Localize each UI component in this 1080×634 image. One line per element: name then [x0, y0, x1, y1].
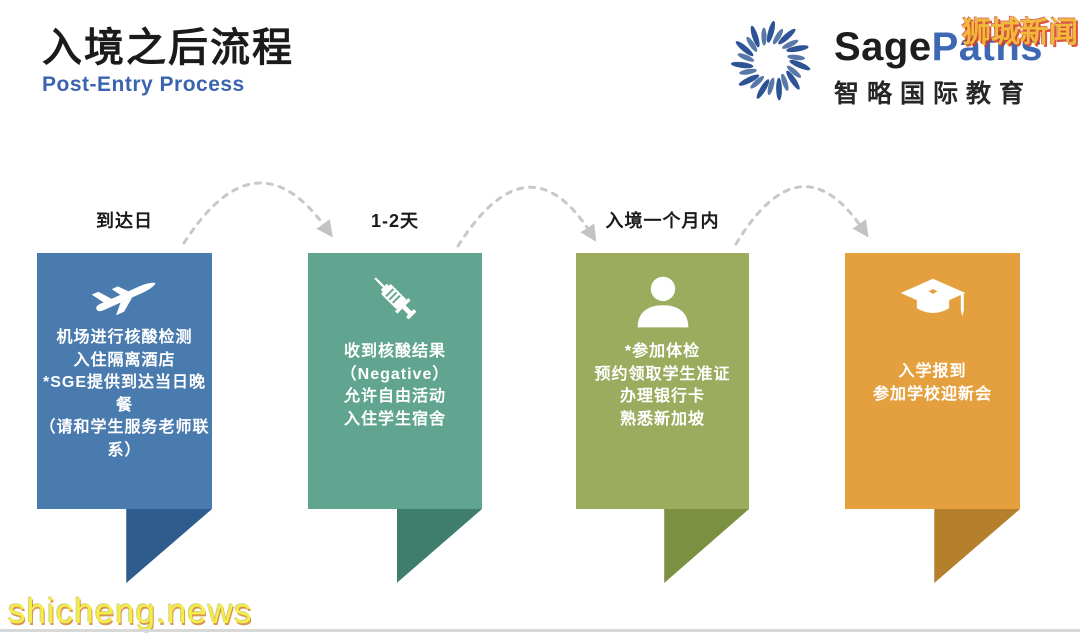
brand-name: SagePaths [834, 26, 1043, 68]
card-ribbon-tail [664, 509, 749, 583]
text-line: 入住学生宿舍 [343, 410, 446, 428]
text-line: 入住隔离酒店 [73, 351, 176, 369]
page-title: 入境之后流程 [42, 26, 294, 70]
text-line: *参加体检 [624, 343, 701, 360]
text-line: 熟悉新加坡 [619, 410, 705, 428]
page-subtitle: Post-Entry Process [42, 73, 245, 96]
text-line: （请和学生服务老师联 [39, 419, 210, 436]
bottom-divider [0, 629, 1080, 632]
step-label-within-month: 入境一个月内 [605, 211, 720, 231]
step-card-text: 收到核酸结果 （Negative） 允许自由活动 入住学生宿舍 [341, 341, 450, 431]
graduation-cap-icon [897, 275, 969, 329]
text-line: 入学报到 [898, 363, 967, 380]
brand-sage: Sage [834, 25, 932, 69]
step-label-arrival-day: 到达日 [96, 211, 153, 231]
airplane-icon [86, 269, 164, 319]
step-card-text: *参加体检 预约领取学生准证 办理银行卡 熟悉新加坡 [594, 341, 730, 431]
watermark-bottom-left: shicheng.news [8, 592, 253, 631]
text-line: 允许自由活动 [343, 388, 446, 405]
step-card-text: 入学报到 参加学校迎新会 [873, 361, 992, 406]
text-line: *SGE提供到达当日晚餐 [42, 374, 207, 414]
text-line: （Negative） [340, 365, 450, 383]
sagepaths-logo: SagePaths 智略国际教育 [724, 14, 1043, 110]
text-line: 收到核酸结果 [343, 343, 446, 360]
card-ribbon-tail [396, 509, 482, 583]
step-label-1-2-days: 1-2天 [370, 211, 419, 231]
text-line: 参加学校迎新会 [872, 385, 992, 403]
step-card-test-result: 收到核酸结果 （Negative） 允许自由活动 入住学生宿舍 [308, 253, 482, 583]
text-line: 系） [107, 441, 142, 459]
brand-chinese: 智略国际教育 [834, 80, 1033, 108]
syringe-icon [365, 269, 425, 327]
card-ribbon-tail [934, 509, 1020, 583]
card-ribbon-tail [126, 509, 212, 583]
text-line: 预约领取学生准证 [594, 365, 731, 383]
title-block: 入境之后流程 Post-Entry Process [42, 26, 294, 97]
text-line: 办理银行卡 [619, 388, 705, 405]
watermark-top-right: 狮城新闻 [961, 17, 1078, 49]
logo-spiral-icon [730, 20, 811, 101]
step-card-text: 机场进行核酸检测 入住隔离酒店 *SGE提供到达当日晚餐 （请和学生服务老师联 … [37, 327, 212, 462]
step-card-formalities: *参加体检 预约领取学生准证 办理银行卡 熟悉新加坡 [576, 253, 749, 583]
text-line: 机场进行核酸检测 [56, 329, 193, 346]
step-card-enrollment: 入学报到 参加学校迎新会 [845, 253, 1020, 583]
arc-arrow-3 [734, 185, 869, 246]
brand-paths: Paths [931, 25, 1044, 69]
logo-wordmark: SagePaths 智略国际教育 [834, 14, 1043, 110]
person-icon [633, 275, 693, 329]
step-card-arrival: 机场进行核酸检测 入住隔离酒店 *SGE提供到达当日晚餐 （请和学生服务老师联 … [37, 253, 212, 583]
